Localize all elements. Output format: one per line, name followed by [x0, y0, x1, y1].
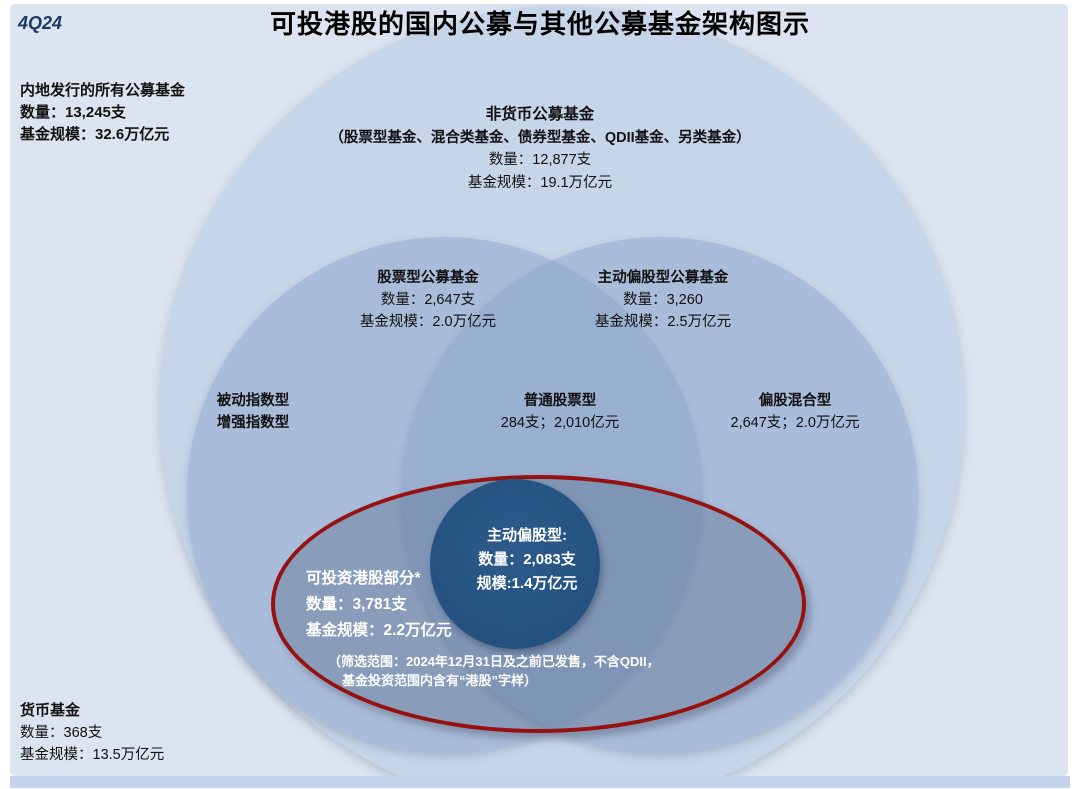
- balanced-hybrid-stats: 2,647支；2.0万亿元: [730, 415, 860, 431]
- all-funds-label: 内地发行的所有公募基金 数量：13,245支 基金规模：32.6万亿元: [20, 80, 185, 146]
- hk-investable-count: 数量：3,781支: [306, 596, 407, 613]
- screening-note: （筛选范围：2024年12月31日及之前已发售，不含QDII， 基金投资范围内含…: [328, 652, 660, 690]
- active-equity-count: 数量：3,260: [623, 292, 703, 308]
- footer-bar: [10, 776, 1070, 788]
- non-money-fund-label: 非货币公募基金 （股票型基金、混合类基金、债券型基金、QDII基金、另类基金） …: [140, 104, 940, 194]
- active-subset-scale: 规模:1.4万亿元: [476, 575, 578, 592]
- screening-note-line1: （筛选范围：2024年12月31日及之前已发售，不含QDII，: [328, 654, 660, 669]
- active-equity-subset-circle: [430, 479, 600, 649]
- page-title: 可投港股的国内公募与其他公募基金架构图示: [269, 9, 810, 39]
- hk-investable-title: 可投资港股部分*: [306, 570, 421, 587]
- all-funds-region: [10, 4, 1068, 776]
- non-money-subtitle: （股票型基金、混合类基金、债券型基金、QDII基金、另类基金）: [329, 129, 751, 146]
- passive-index-line1: 被动指数型: [216, 393, 290, 409]
- common-stock-stats: 284支；2,010亿元: [500, 415, 620, 431]
- money-fund-label: 货币基金 数量：368支 基金规模：13.5万亿元: [20, 700, 164, 766]
- common-stock-title: 普通股票型: [523, 393, 597, 409]
- balanced-hybrid-title: 偏股混合型: [758, 393, 832, 409]
- active-equity-title: 主动偏股型公募基金: [597, 270, 729, 286]
- active-subset-label: 主动偏股型: 数量：2,083支 规模:1.4万亿元: [427, 524, 627, 596]
- active-equity-scale: 基金规模：2.5万亿元: [594, 314, 732, 330]
- equity-count: 数量：2,647支: [380, 292, 476, 308]
- all-funds-scale: 基金规模：32.6万亿元: [20, 126, 170, 143]
- passive-index-line2: 增强指数型: [216, 415, 290, 431]
- non-money-count: 数量：12,877支: [488, 152, 592, 168]
- hk-investable-label: 可投资港股部分* 数量：3,781支 基金规模：2.2万亿元: [306, 566, 452, 644]
- money-fund-count: 数量：368支: [20, 725, 103, 741]
- all-funds-title: 内地发行的所有公募基金: [20, 82, 186, 99]
- screening-note-line2: 基金投资范围内含有“港股”字样）: [342, 673, 538, 688]
- money-fund-title: 货币基金: [20, 702, 81, 719]
- equity-scale: 基金规模：2.0万亿元: [359, 314, 497, 330]
- balanced-hybrid-label: 偏股混合型 2,647支；2.0万亿元: [675, 390, 915, 434]
- all-funds-count: 数量：13,245支: [20, 104, 126, 121]
- non-money-scale: 基金规模：19.1万亿元: [467, 174, 613, 191]
- hk-investable-scale: 基金规模：2.2万亿元: [306, 622, 452, 639]
- non-money-title: 非货币公募基金: [485, 106, 595, 123]
- passive-index-label: 被动指数型 增强指数型: [153, 390, 353, 434]
- equity-title: 股票型公募基金: [377, 270, 479, 286]
- active-subset-count: 数量：2,083支: [478, 551, 576, 568]
- active-equity-fund-label: 主动偏股型公募基金 数量：3,260 基金规模：2.5万亿元: [523, 267, 803, 333]
- common-stock-label: 普通股票型 284支；2,010亿元: [460, 390, 660, 434]
- active-subset-title: 主动偏股型:: [487, 527, 567, 544]
- equity-fund-label: 股票型公募基金 数量：2,647支 基金规模：2.0万亿元: [288, 267, 568, 333]
- money-fund-scale: 基金规模：13.5万亿元: [20, 747, 165, 763]
- quarter-tag: 4Q24: [18, 13, 63, 33]
